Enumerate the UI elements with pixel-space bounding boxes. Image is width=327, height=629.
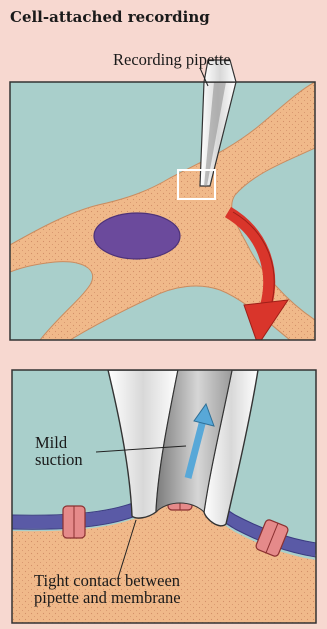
nucleus	[94, 213, 180, 259]
tight-contact-label: Tight contact between pipette and membra…	[34, 572, 181, 607]
recording-pipette-label: Recording pipette	[113, 51, 231, 68]
figure-title: Cell-attached recording	[10, 8, 210, 26]
tight-contact-label-line1: Tight contact between	[34, 572, 181, 589]
top-panel	[10, 82, 315, 345]
mild-suction-label-line1: Mild	[35, 434, 83, 451]
ion-channel-left	[63, 506, 85, 538]
mild-suction-label: Mild suction	[35, 434, 83, 469]
mild-suction-label-line2: suction	[35, 451, 83, 468]
tight-contact-label-line2: pipette and membrane	[34, 589, 181, 606]
